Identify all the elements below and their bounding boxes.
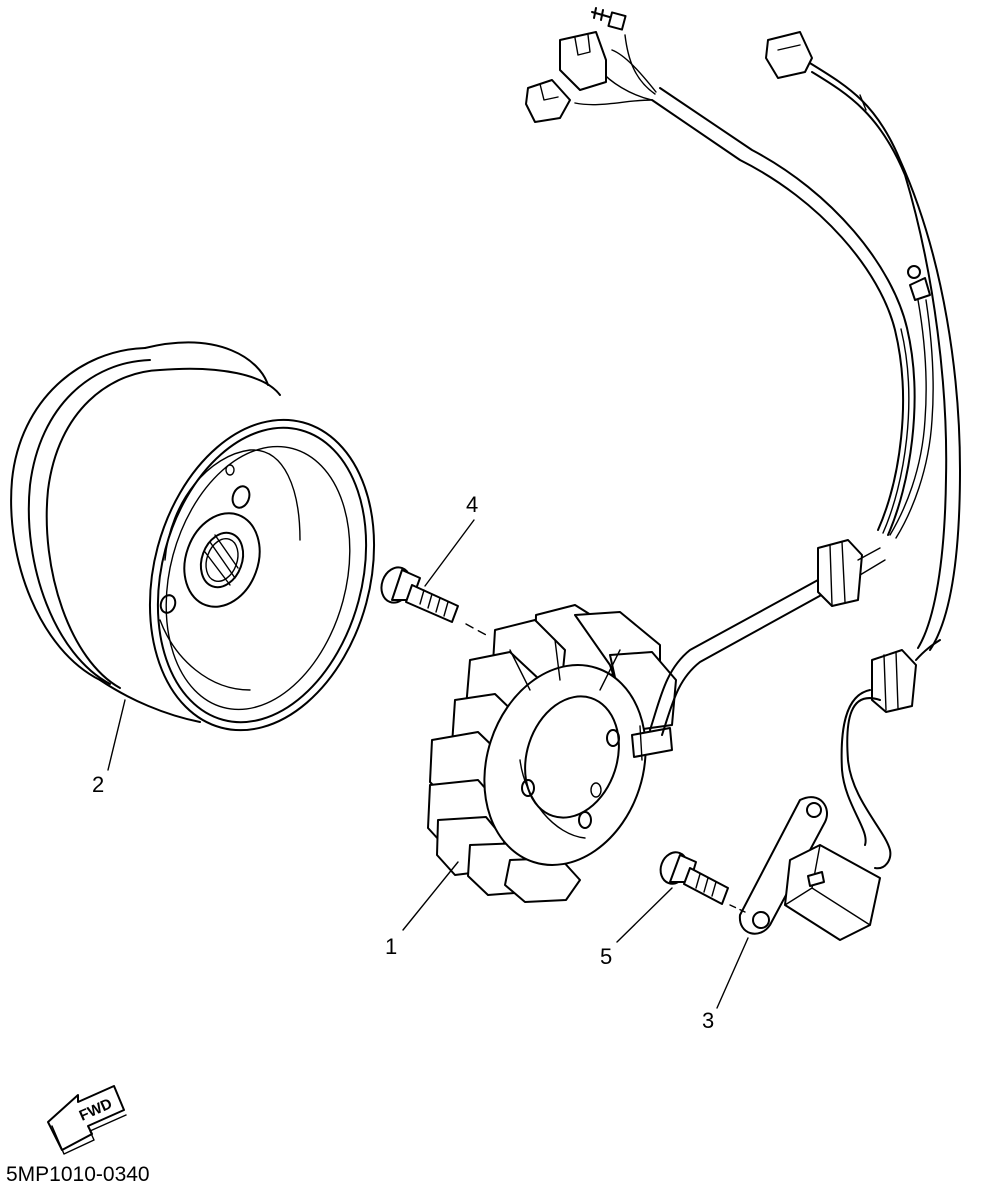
wiring-harness: [525, 7, 961, 870]
bolt-part-4: [380, 566, 489, 637]
callout-leaders: [107, 519, 749, 1009]
callout-1: 1: [385, 934, 397, 959]
callout-4: 4: [466, 492, 478, 517]
forward-arrow-icon: FWD: [47, 1085, 127, 1155]
pickup-coil-part: [738, 796, 881, 941]
callout-3: 3: [702, 1008, 714, 1033]
rotor-part: [10, 341, 376, 732]
callout-5: 5: [600, 944, 612, 969]
bolt-part-5: [659, 851, 746, 913]
callout-2: 2: [92, 772, 104, 797]
drawing-code: 5MP1010-0340: [6, 1163, 150, 1186]
stator-part: [427, 604, 677, 903]
